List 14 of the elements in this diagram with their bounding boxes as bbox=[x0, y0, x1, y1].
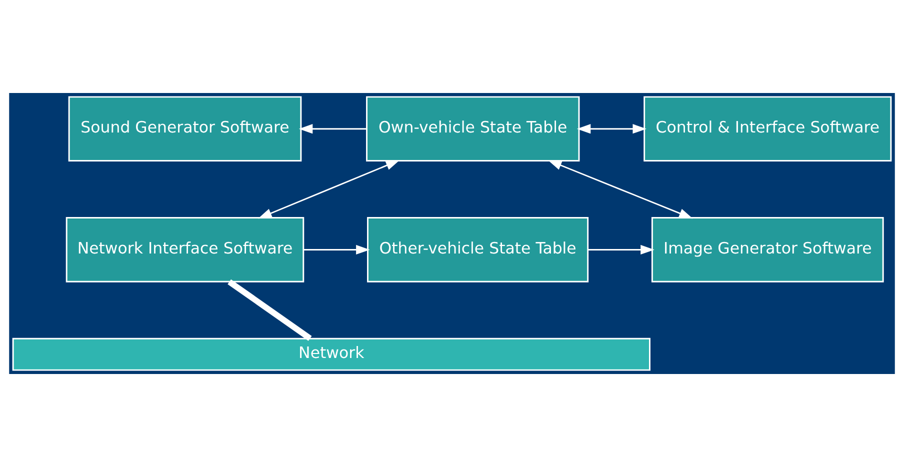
node-box: Image Generator Software bbox=[651, 216, 884, 282]
node-box: Own-vehicle State Table bbox=[366, 96, 580, 162]
node-box: Network Interface Software bbox=[66, 216, 304, 282]
connector bbox=[228, 278, 312, 340]
arrow bbox=[576, 124, 646, 134]
node-box: Network bbox=[12, 337, 650, 370]
arrow bbox=[258, 160, 400, 218]
node-box: Other-vehicle State Table bbox=[367, 216, 589, 282]
arrow bbox=[548, 160, 693, 218]
arrow bbox=[298, 124, 367, 134]
node-box: Sound Generator Software bbox=[68, 96, 302, 162]
node-box: Control & Interface Software bbox=[644, 96, 892, 162]
arrow bbox=[304, 244, 370, 254]
arrow bbox=[588, 244, 654, 254]
